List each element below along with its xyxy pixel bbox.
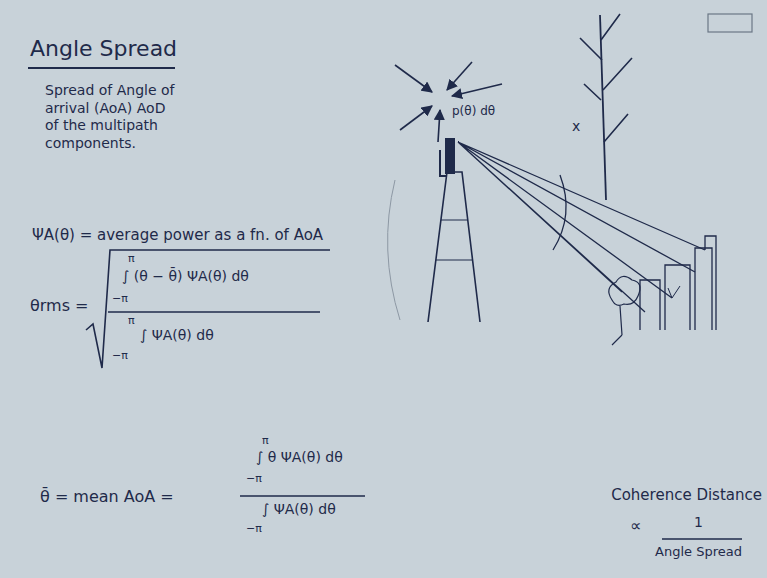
sketch-curve (388, 180, 400, 320)
integral-bound: −π (112, 349, 128, 363)
spread-arc (553, 175, 566, 250)
integral-bound: π (128, 252, 135, 266)
rms-symbol: θrms = (30, 296, 89, 316)
point-mark: x (572, 118, 580, 136)
integral-bound: π (262, 434, 269, 448)
tree-branch (580, 14, 632, 142)
tree-stem (612, 306, 622, 345)
proportional-symbol: ∝ (630, 516, 641, 536)
density-label: p(θ) dθ (452, 104, 495, 119)
fraction-numerator: 1 (694, 514, 703, 532)
integral-expression: ∫ θ ΨA(θ) dθ (256, 449, 343, 467)
multipath-ray (458, 142, 705, 312)
tower (428, 172, 480, 322)
incoming-arrow (447, 62, 472, 90)
fraction-denominator: Angle Spread (655, 544, 742, 560)
definition-note: Spread of Angle of arrival (AoA) AoD of … (45, 82, 177, 152)
tree-trunk (600, 15, 606, 200)
antenna (445, 138, 455, 174)
incoming-arrow (452, 84, 502, 96)
integral-expression: ∫ ΨA(θ) dθ (140, 327, 214, 345)
integral-bound: −π (246, 472, 262, 486)
incoming-arrow (400, 106, 432, 130)
proportionality-note: Coherence Distance (611, 486, 762, 505)
integral-bound: π (128, 314, 135, 328)
buildings (640, 248, 712, 330)
board-title: Angle Spread (30, 36, 177, 61)
incoming-arrow (438, 110, 440, 142)
buildings (705, 236, 716, 330)
incoming-arrow (395, 65, 432, 92)
integral-bound: −π (246, 522, 262, 536)
tree-blob (609, 276, 640, 305)
corner-box (708, 14, 752, 32)
sqrt-sign (86, 250, 330, 368)
mean-definition: θ̄ = mean AoA = (40, 487, 174, 507)
tower-strut (436, 220, 472, 260)
fraction-bar (108, 311, 320, 313)
fraction-bar (240, 495, 365, 497)
scatter-mark (668, 286, 680, 298)
integral-bound: −π (112, 292, 128, 306)
fraction-bar (662, 538, 742, 540)
psi-definition: ΨA(θ) = average power as a fn. of AoA (32, 226, 323, 245)
antenna (440, 150, 447, 176)
integral-expression: ∫ (θ − θ̄) ΨA(θ) dθ (122, 268, 249, 286)
integral-expression: ∫ ΨA(θ) dθ (262, 501, 336, 519)
title-underline (28, 67, 175, 69)
